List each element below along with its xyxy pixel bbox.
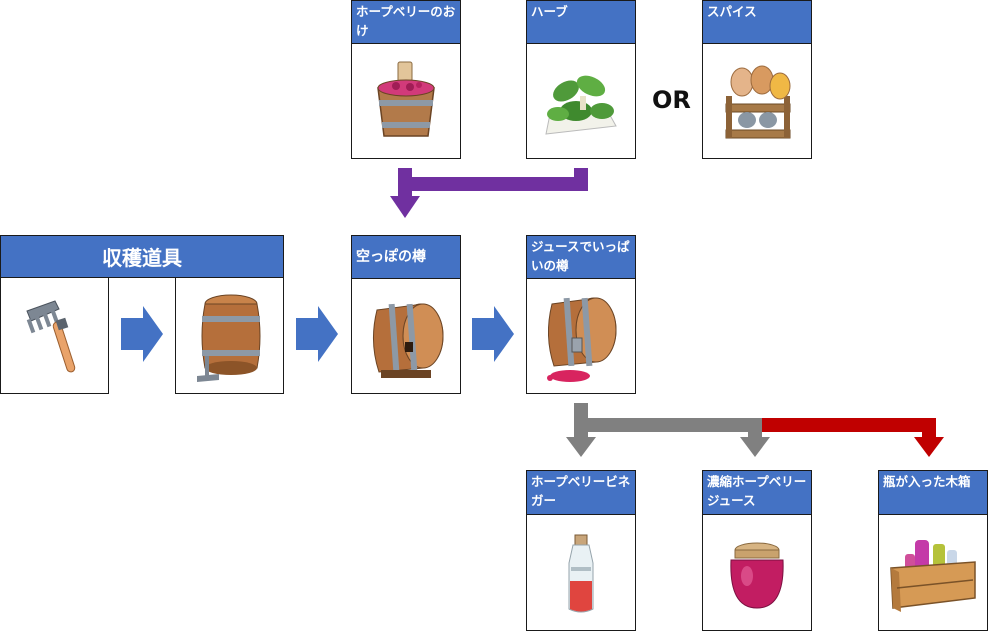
juice-barrel-label: ジュースでいっぱいの樽	[527, 236, 635, 279]
blue-arrow-3	[472, 306, 514, 362]
empty-barrel-label: 空っぽの樽	[352, 236, 460, 279]
juice-jar-icon	[703, 515, 811, 630]
barrel-with-rake-icon	[196, 294, 260, 382]
input-card-label: ハーブ	[527, 1, 635, 44]
red-split-arrow	[762, 418, 944, 457]
empty-barrel-card: 空っぽの樽	[351, 235, 461, 394]
output-card-label: 濃縮ホープベリージュース	[703, 471, 811, 515]
tool-card-barrel-rake	[175, 277, 284, 394]
output-card-label: 瓶が入った木箱	[879, 471, 987, 515]
blue-arrow-2	[296, 306, 338, 362]
output-card-label: ホープベリービネガー	[527, 471, 635, 515]
herb-bundle-icon	[527, 44, 635, 158]
input-card-label: ホープベリーのおけ	[352, 1, 460, 44]
output-card-crate: 瓶が入った木箱	[878, 470, 988, 631]
input-card-herb: ハーブ	[526, 0, 636, 159]
blue-arrow-1	[121, 306, 163, 362]
rake-icon	[25, 299, 75, 372]
juice-barrel-icon	[527, 279, 635, 393]
input-card-berry-tub: ホープベリーのおけ	[351, 0, 461, 159]
harvest-tools-title: 収穫道具	[0, 235, 284, 278]
berry-tub-icon	[352, 44, 460, 158]
output-card-vinegar: ホープベリービネガー	[526, 470, 636, 631]
output-card-juice-jar: 濃縮ホープベリージュース	[702, 470, 812, 631]
input-card-spice: スパイス	[702, 0, 812, 159]
or-label: OR	[652, 86, 691, 114]
vinegar-bottle-icon	[527, 515, 635, 630]
empty-barrel-icon	[352, 279, 460, 393]
bottle-crate-icon	[879, 515, 987, 630]
juice-barrel-card: ジュースでいっぱいの樽	[526, 235, 636, 394]
tool-card-rake	[0, 277, 109, 394]
purple-merge-arrow	[390, 168, 588, 218]
spice-rack-icon	[703, 44, 811, 158]
gray-split-arrow	[566, 403, 770, 457]
input-card-label: スパイス	[703, 1, 811, 44]
